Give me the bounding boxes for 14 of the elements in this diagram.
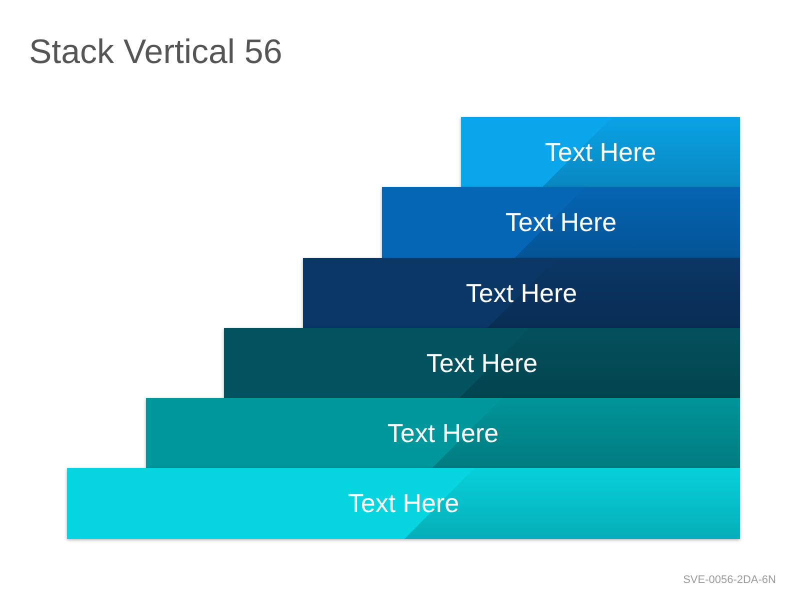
step-bar bbox=[303, 258, 740, 328]
step-bar bbox=[461, 117, 740, 187]
step-label: Text Here bbox=[505, 207, 617, 238]
step-bar bbox=[224, 328, 740, 398]
step-label: Text Here bbox=[387, 418, 499, 448]
title: Stack Vertical 56 bbox=[29, 34, 282, 72]
step-label: Text Here bbox=[426, 348, 538, 378]
step-bar bbox=[67, 468, 740, 539]
step-label: Text Here bbox=[348, 488, 460, 519]
step-label: Text Here bbox=[544, 136, 656, 168]
step-bar bbox=[146, 398, 740, 468]
step-bar bbox=[382, 187, 740, 258]
step-label: Text Here bbox=[466, 278, 578, 308]
footer-code: SVE-0056-2DA-6N bbox=[683, 574, 776, 586]
